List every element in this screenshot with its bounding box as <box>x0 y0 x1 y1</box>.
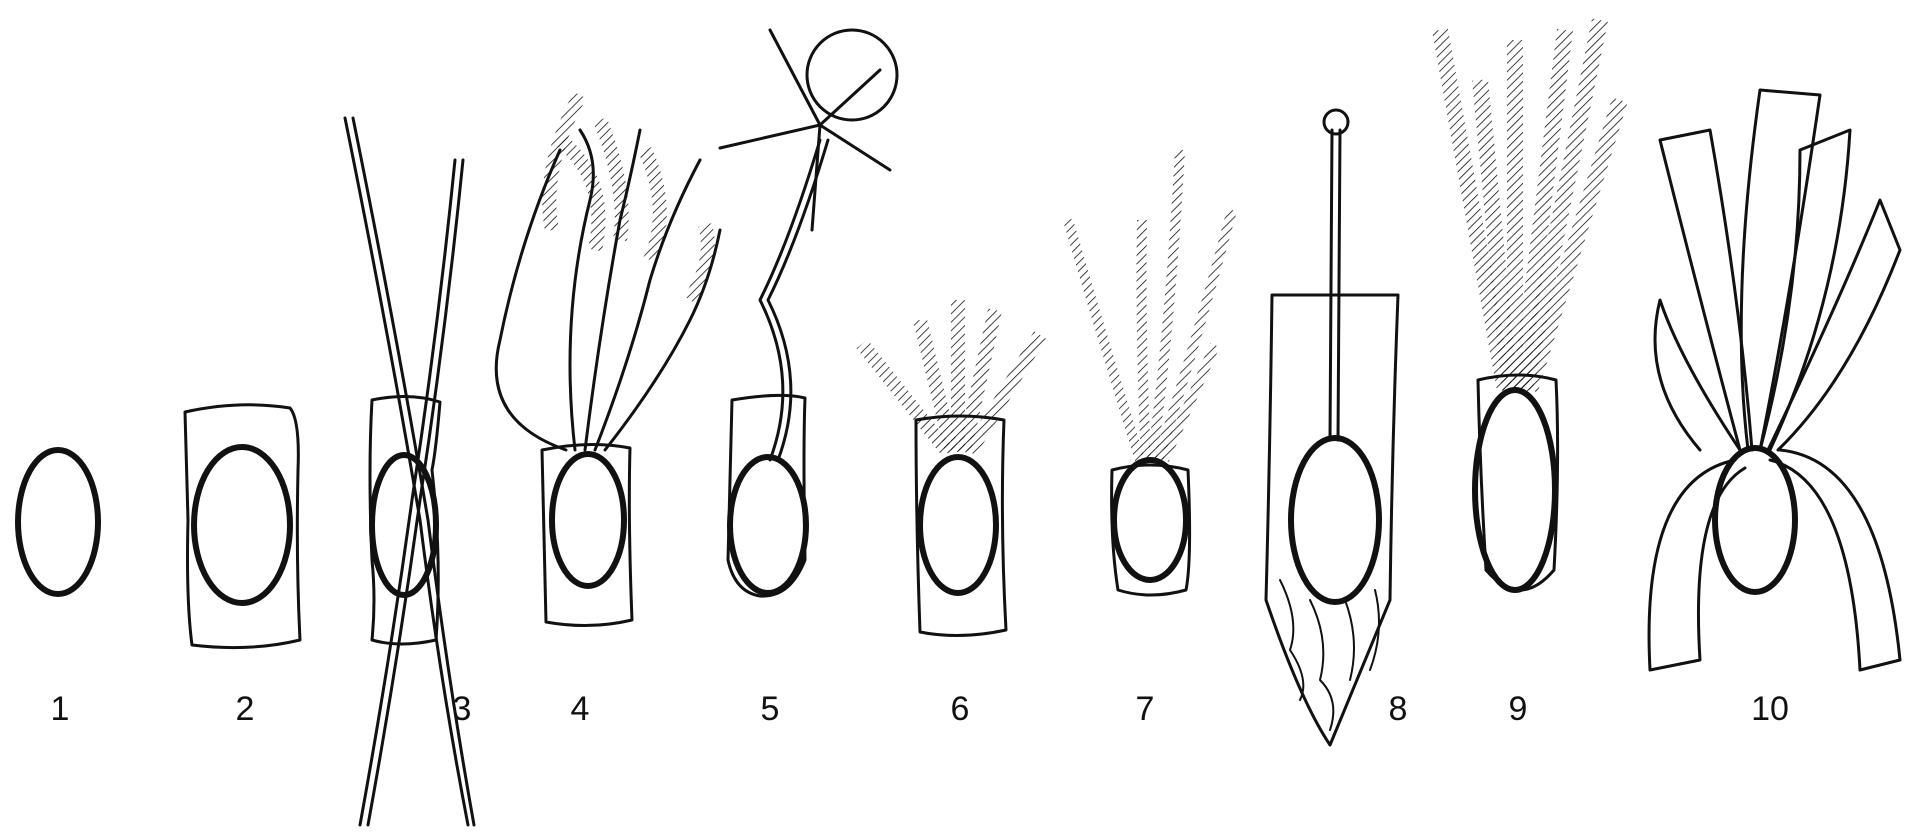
label-1: 1 <box>51 690 70 728</box>
type-8-achene-beaked <box>1266 110 1398 745</box>
type-1-achene <box>18 450 98 594</box>
label-8: 8 <box>1389 690 1408 728</box>
type-7-achene-capillary <box>1068 150 1232 595</box>
label-6: 6 <box>951 690 970 728</box>
label-10: 10 <box>1751 690 1789 728</box>
type-10-achene-scales <box>1649 90 1900 670</box>
label-7: 7 <box>1136 690 1155 728</box>
label-3: 3 <box>453 690 472 728</box>
type-9-achene-dense-bristles <box>1440 20 1620 590</box>
label-5: 5 <box>761 690 780 728</box>
figure-labels: 1 2 3 4 5 6 7 8 9 10 <box>51 690 1789 728</box>
type-6-achene-short-bristles <box>862 300 1040 636</box>
type-4-achene-plumose <box>496 95 720 626</box>
label-4: 4 <box>571 690 590 728</box>
type-5-achene-single-awn <box>720 30 897 596</box>
type-2-achene-with-crown <box>185 405 300 648</box>
label-2: 2 <box>236 690 255 728</box>
label-9: 9 <box>1509 690 1528 728</box>
